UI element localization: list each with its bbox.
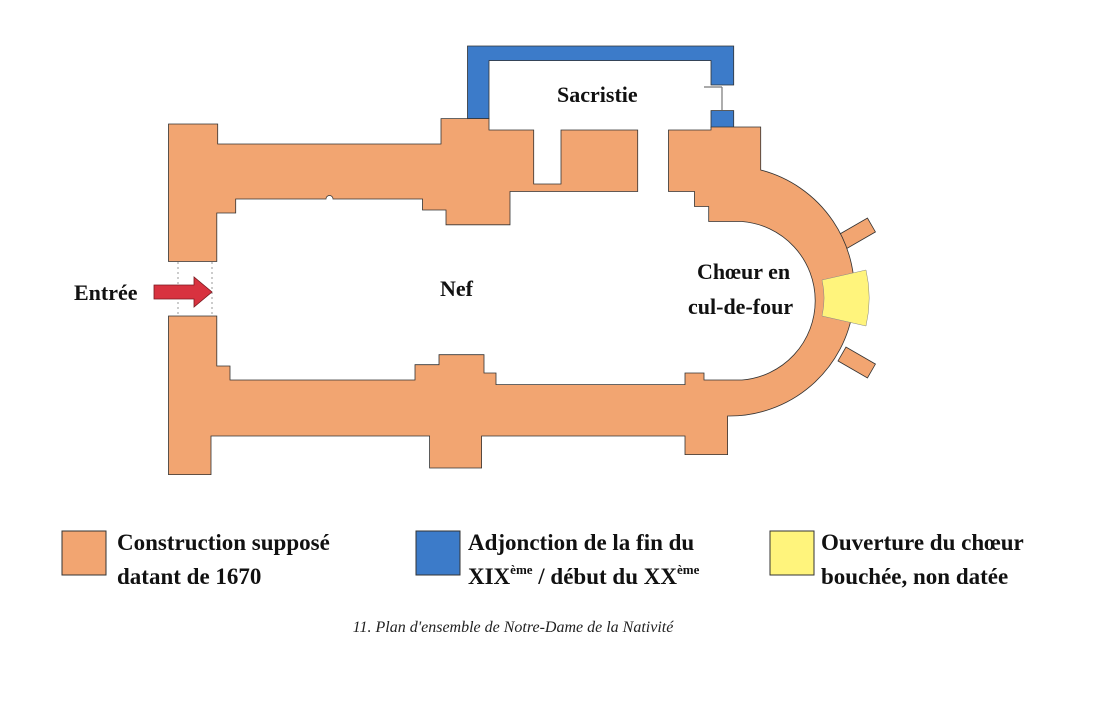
choir-label-line2: cul-de-four bbox=[688, 294, 793, 319]
legend-swatch-blue bbox=[415, 530, 461, 576]
legend-blue-line2: XIXème / début du XXème bbox=[468, 562, 700, 589]
apse-and-south-wall bbox=[168, 126, 855, 475]
north-wall bbox=[168, 118, 639, 262]
choir-label-line1: Chœur en bbox=[697, 259, 790, 284]
sacristy-door-line bbox=[704, 86, 723, 110]
figure-caption: 11. Plan d'ensemble de Notre-Dame de la … bbox=[353, 619, 675, 636]
apse-buttress bbox=[837, 346, 876, 379]
entrance-label: Entrée bbox=[74, 280, 138, 305]
legend-yellow-line2: bouchée, non datée bbox=[821, 564, 1008, 589]
entrance-arrow-icon bbox=[153, 276, 213, 308]
nave-label: Nef bbox=[440, 276, 474, 301]
legend-blue-line1: Adjonction de la fin du bbox=[468, 530, 694, 555]
sacristy-addition-stub bbox=[710, 110, 735, 128]
legend-swatch-yellow bbox=[769, 530, 815, 576]
legend-swatch-orange bbox=[61, 530, 107, 576]
legend-orange-line1: Construction supposé bbox=[117, 530, 330, 555]
legend-yellow-line1: Ouverture du chœur bbox=[821, 530, 1024, 555]
sacristy-label: Sacristie bbox=[557, 82, 638, 107]
blocked-choir-opening bbox=[821, 269, 870, 327]
legend-orange-line2: datant de 1670 bbox=[117, 564, 261, 589]
